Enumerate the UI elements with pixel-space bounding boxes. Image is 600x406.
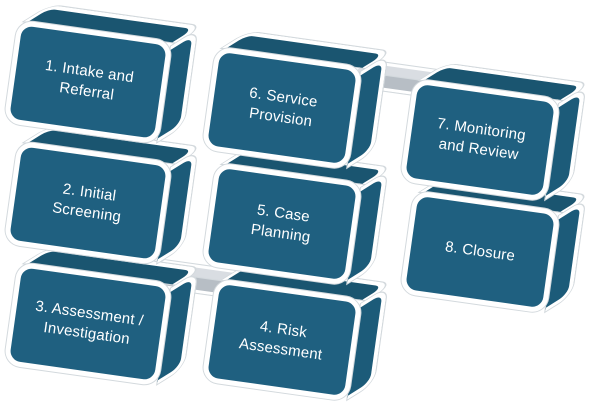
box-front-face: 7. Monitoring and Review <box>399 78 561 202</box>
step-label: 2. Initial Screening <box>51 180 123 226</box>
process-step-6: 6. Service Provision <box>201 31 393 170</box>
box-front-face: 2. Initial Screening <box>3 140 173 266</box>
box-front-face: 1. Intake and Referral <box>3 19 173 145</box>
step-label: 5. Case Planning <box>249 201 312 246</box>
process-step-4: 4. Risk Assessment <box>201 263 393 402</box>
step-label: 4. Risk Assessment <box>238 317 324 364</box>
step-label: 3. Assessment / Investigation <box>34 297 145 348</box>
step-label: 7. Monitoring and Review <box>436 114 527 164</box>
box-front-face: 8. Closure <box>399 190 561 314</box>
step-label: 6. Service Provision <box>248 84 319 131</box>
process-step-1: 1. Intake and Referral <box>3 4 203 145</box>
process-step-3: 3. Assessment / Investigation <box>3 246 203 387</box>
process-step-2: 2. Initial Screening <box>3 125 203 266</box>
box-front-face: 5. Case Planning <box>201 162 363 286</box>
step-label: 8. Closure <box>444 238 517 265</box>
step-label: 1. Intake and Referral <box>44 56 135 104</box>
box-front-face: 3. Assessment / Investigation <box>3 261 173 387</box>
box-front-face: 4. Risk Assessment <box>201 278 363 402</box>
process-step-5: 5. Case Planning <box>201 147 393 286</box>
box-front-face: 6. Service Provision <box>201 46 363 170</box>
process-step-8: 8. Closure <box>399 175 591 314</box>
process-step-7: 7. Monitoring and Review <box>399 63 591 202</box>
